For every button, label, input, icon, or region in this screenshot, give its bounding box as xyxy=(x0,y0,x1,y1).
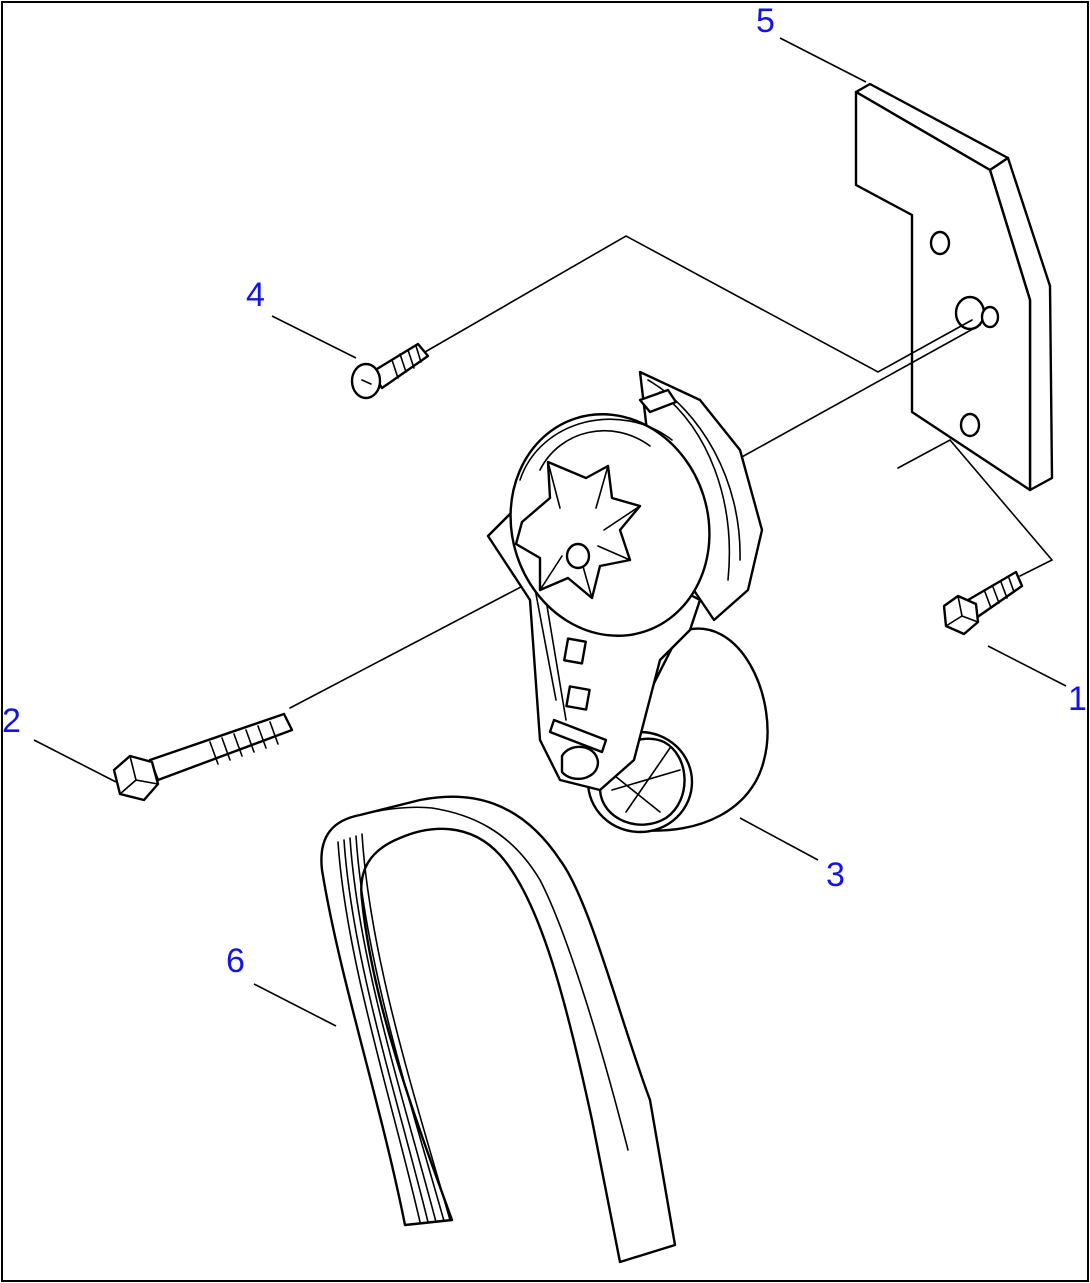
screw-small xyxy=(350,342,430,400)
bracket-plate xyxy=(854,82,1054,492)
callout-5: 5 xyxy=(756,2,775,40)
ribbed-belt xyxy=(320,795,677,1264)
callout-1: 1 xyxy=(1068,680,1087,718)
callout-4: 4 xyxy=(246,276,265,314)
belt-tensioner xyxy=(486,370,769,834)
callout-2: 2 xyxy=(2,702,21,740)
hex-bolt-long xyxy=(112,712,294,802)
hex-bolt-short xyxy=(942,570,1024,636)
callout-6: 6 xyxy=(226,942,245,980)
callout-leaders xyxy=(33,37,1067,1027)
callout-3: 3 xyxy=(826,856,845,894)
